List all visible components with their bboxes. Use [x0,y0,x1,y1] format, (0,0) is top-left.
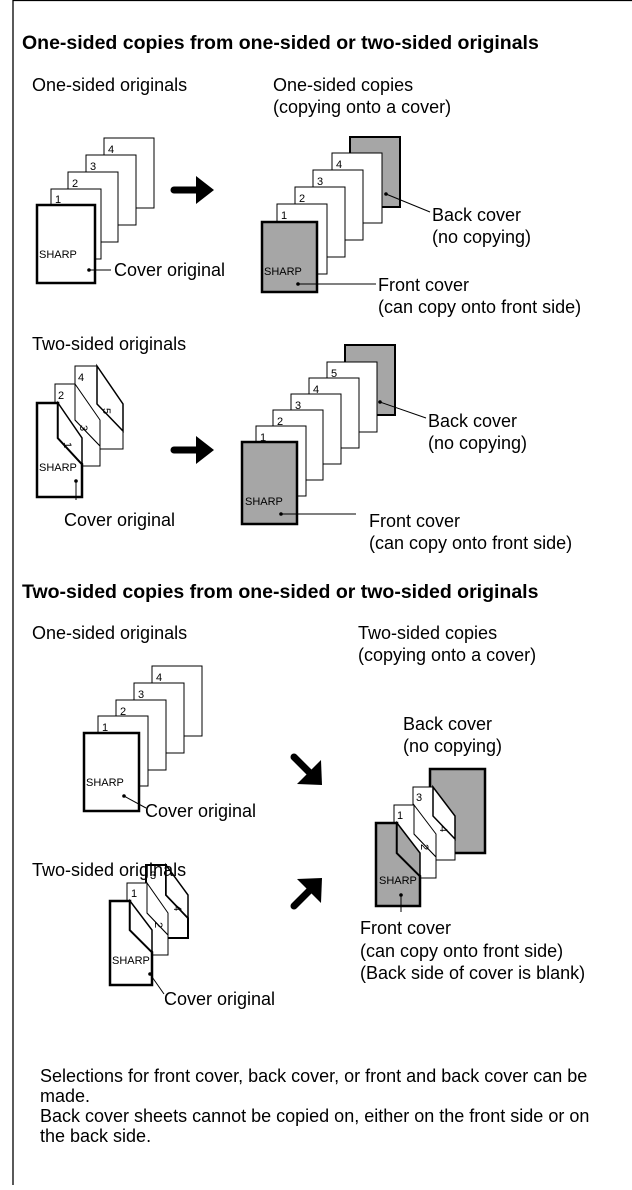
folded-corner [74,382,101,448]
page-number-4: 4 [313,384,319,396]
two-sided-originals-label: Two-sided originals [32,334,187,354]
page-number-3: 3 [295,400,301,412]
two-sided-copies-title: Two-sided copies [358,623,498,643]
page-number-5: 5 [100,408,112,414]
page-number-3: 3 [317,176,323,188]
page-number-2: 2 [277,416,283,428]
s2-one-sided-originals-label: One-sided originals [32,623,188,643]
arrow-right-icon [170,176,214,204]
back-cover-label-2: Back cover [428,411,518,431]
page-number-4: 4 [171,905,183,911]
back-cover-label: Back cover [432,205,522,225]
page-number-3: 3 [90,161,96,173]
two-sided-originals-stack: 4 5 2 3 1 SHARP [35,363,124,500]
arrow-down-right-icon [290,753,322,785]
page-number-3: 3 [77,425,89,431]
page-number-4: 4 [156,672,162,684]
folded-corner [96,363,124,433]
sharp-logo-text: SHARP [379,875,417,887]
arrow-up-right-icon [290,878,322,910]
page-number-2: 2 [152,922,164,928]
note-cover-selection: Selections for front cover, back cover, … [40,1066,588,1106]
sharp-logo-text: SHARP [39,462,77,474]
one-sided-originals-stack: 4 3 2 1 SHARP [35,137,155,285]
section1-heading: One-sided copies from one-sided or two-s… [22,32,539,54]
folded-corner [146,881,169,937]
page-number-1: 1 [260,432,266,444]
cover-original-sheet [35,203,97,285]
front-cover-sheet [260,220,319,294]
one-sided-copies-title: One-sided copies [273,75,414,95]
s2-cover-original-label: Cover original [145,801,257,821]
section2-heading: Two-sided copies from one-sided or two-s… [22,581,539,603]
cover-original-sheet [82,731,141,813]
page-number-5: 5 [331,368,337,380]
page-number-4: 4 [437,826,449,832]
s2-two-sided-copies-stack: 3 4 1 2 SHARP [374,767,487,912]
front-cover-note-2: (can copy onto front side) [369,533,573,553]
cover-original-label-2: Cover original [64,510,176,530]
front-cover-label: Front cover [378,275,470,295]
page-number-3: 3 [150,870,156,882]
front-cover-label-2: Front cover [369,511,461,531]
one-sided-originals-label: One-sided originals [32,75,188,95]
sharp-logo-text: SHARP [86,777,124,789]
note-back-cover: Back cover sheets cannot be copied on, e… [40,1106,590,1146]
s2-back-cover-label: Back cover [403,714,493,734]
s2-two-sided-originals-stack: 3 4 1 2 SHARP [108,862,189,995]
folded-corner [413,803,437,859]
page-number-2: 2 [72,178,78,190]
page-number-1: 1 [102,722,108,734]
page-number-2: 2 [418,844,430,850]
folded-corner [165,862,189,920]
arrow-right-icon [170,436,214,464]
page-number-1: 1 [397,810,403,822]
one-sided-copies-subtitle: (copying onto a cover) [273,97,452,117]
page-number-1: 1 [131,888,137,900]
page-number-3: 3 [138,689,144,701]
folded-corner [396,820,421,878]
sharp-logo-text: SHARP [245,496,283,508]
callout-line [149,973,165,995]
sharp-logo-text: SHARP [39,249,77,261]
page-number-2: 2 [58,390,64,402]
page-number-4: 4 [336,159,342,171]
no-copying-label: (no copying) [432,227,532,247]
one-sided-copies-stack: 4 3 2 1 SHARP [260,136,431,294]
folded-corner [57,400,83,466]
page-number-4: 4 [108,144,114,156]
s2-one-sided-originals-stack: 4 3 2 1 SHARP [82,665,203,813]
no-copying-label-2: (no copying) [428,433,528,453]
s2-front-cover-note: (can copy onto front side) [360,941,564,961]
page-number-4: 4 [78,372,84,384]
page-number-1: 1 [281,210,287,222]
folded-corner [129,898,153,954]
page-number-1: 1 [61,442,73,448]
cover-original-label: Cover original [114,260,226,280]
callout-line [123,795,147,809]
s2-front-cover-label: Front cover [360,918,452,938]
two-sided-copies-subtitle: (copying onto a cover) [358,645,537,665]
s2-cover-original-label-2: Cover original [164,989,276,1009]
front-cover-note: (can copy onto front side) [378,297,582,317]
callout-line [379,401,427,419]
callout-line [385,193,431,213]
front-cover-sheet [240,440,299,526]
two-sided-copies-stack: 5 4 3 2 1 SHARP [240,344,427,526]
s2-back-blank-note: (Back side of cover is blank) [360,963,586,983]
page-number-2: 2 [299,193,305,205]
folded-corner [432,784,456,841]
page-number-3: 3 [416,792,422,804]
sharp-logo-text: SHARP [112,955,150,967]
page-number-2: 2 [120,706,126,718]
sharp-logo-text: SHARP [264,266,302,278]
s2-no-copying-label: (no copying) [403,736,503,756]
s2-two-sided-originals-label: Two-sided originals [32,860,187,880]
page-number-1: 1 [55,194,61,206]
